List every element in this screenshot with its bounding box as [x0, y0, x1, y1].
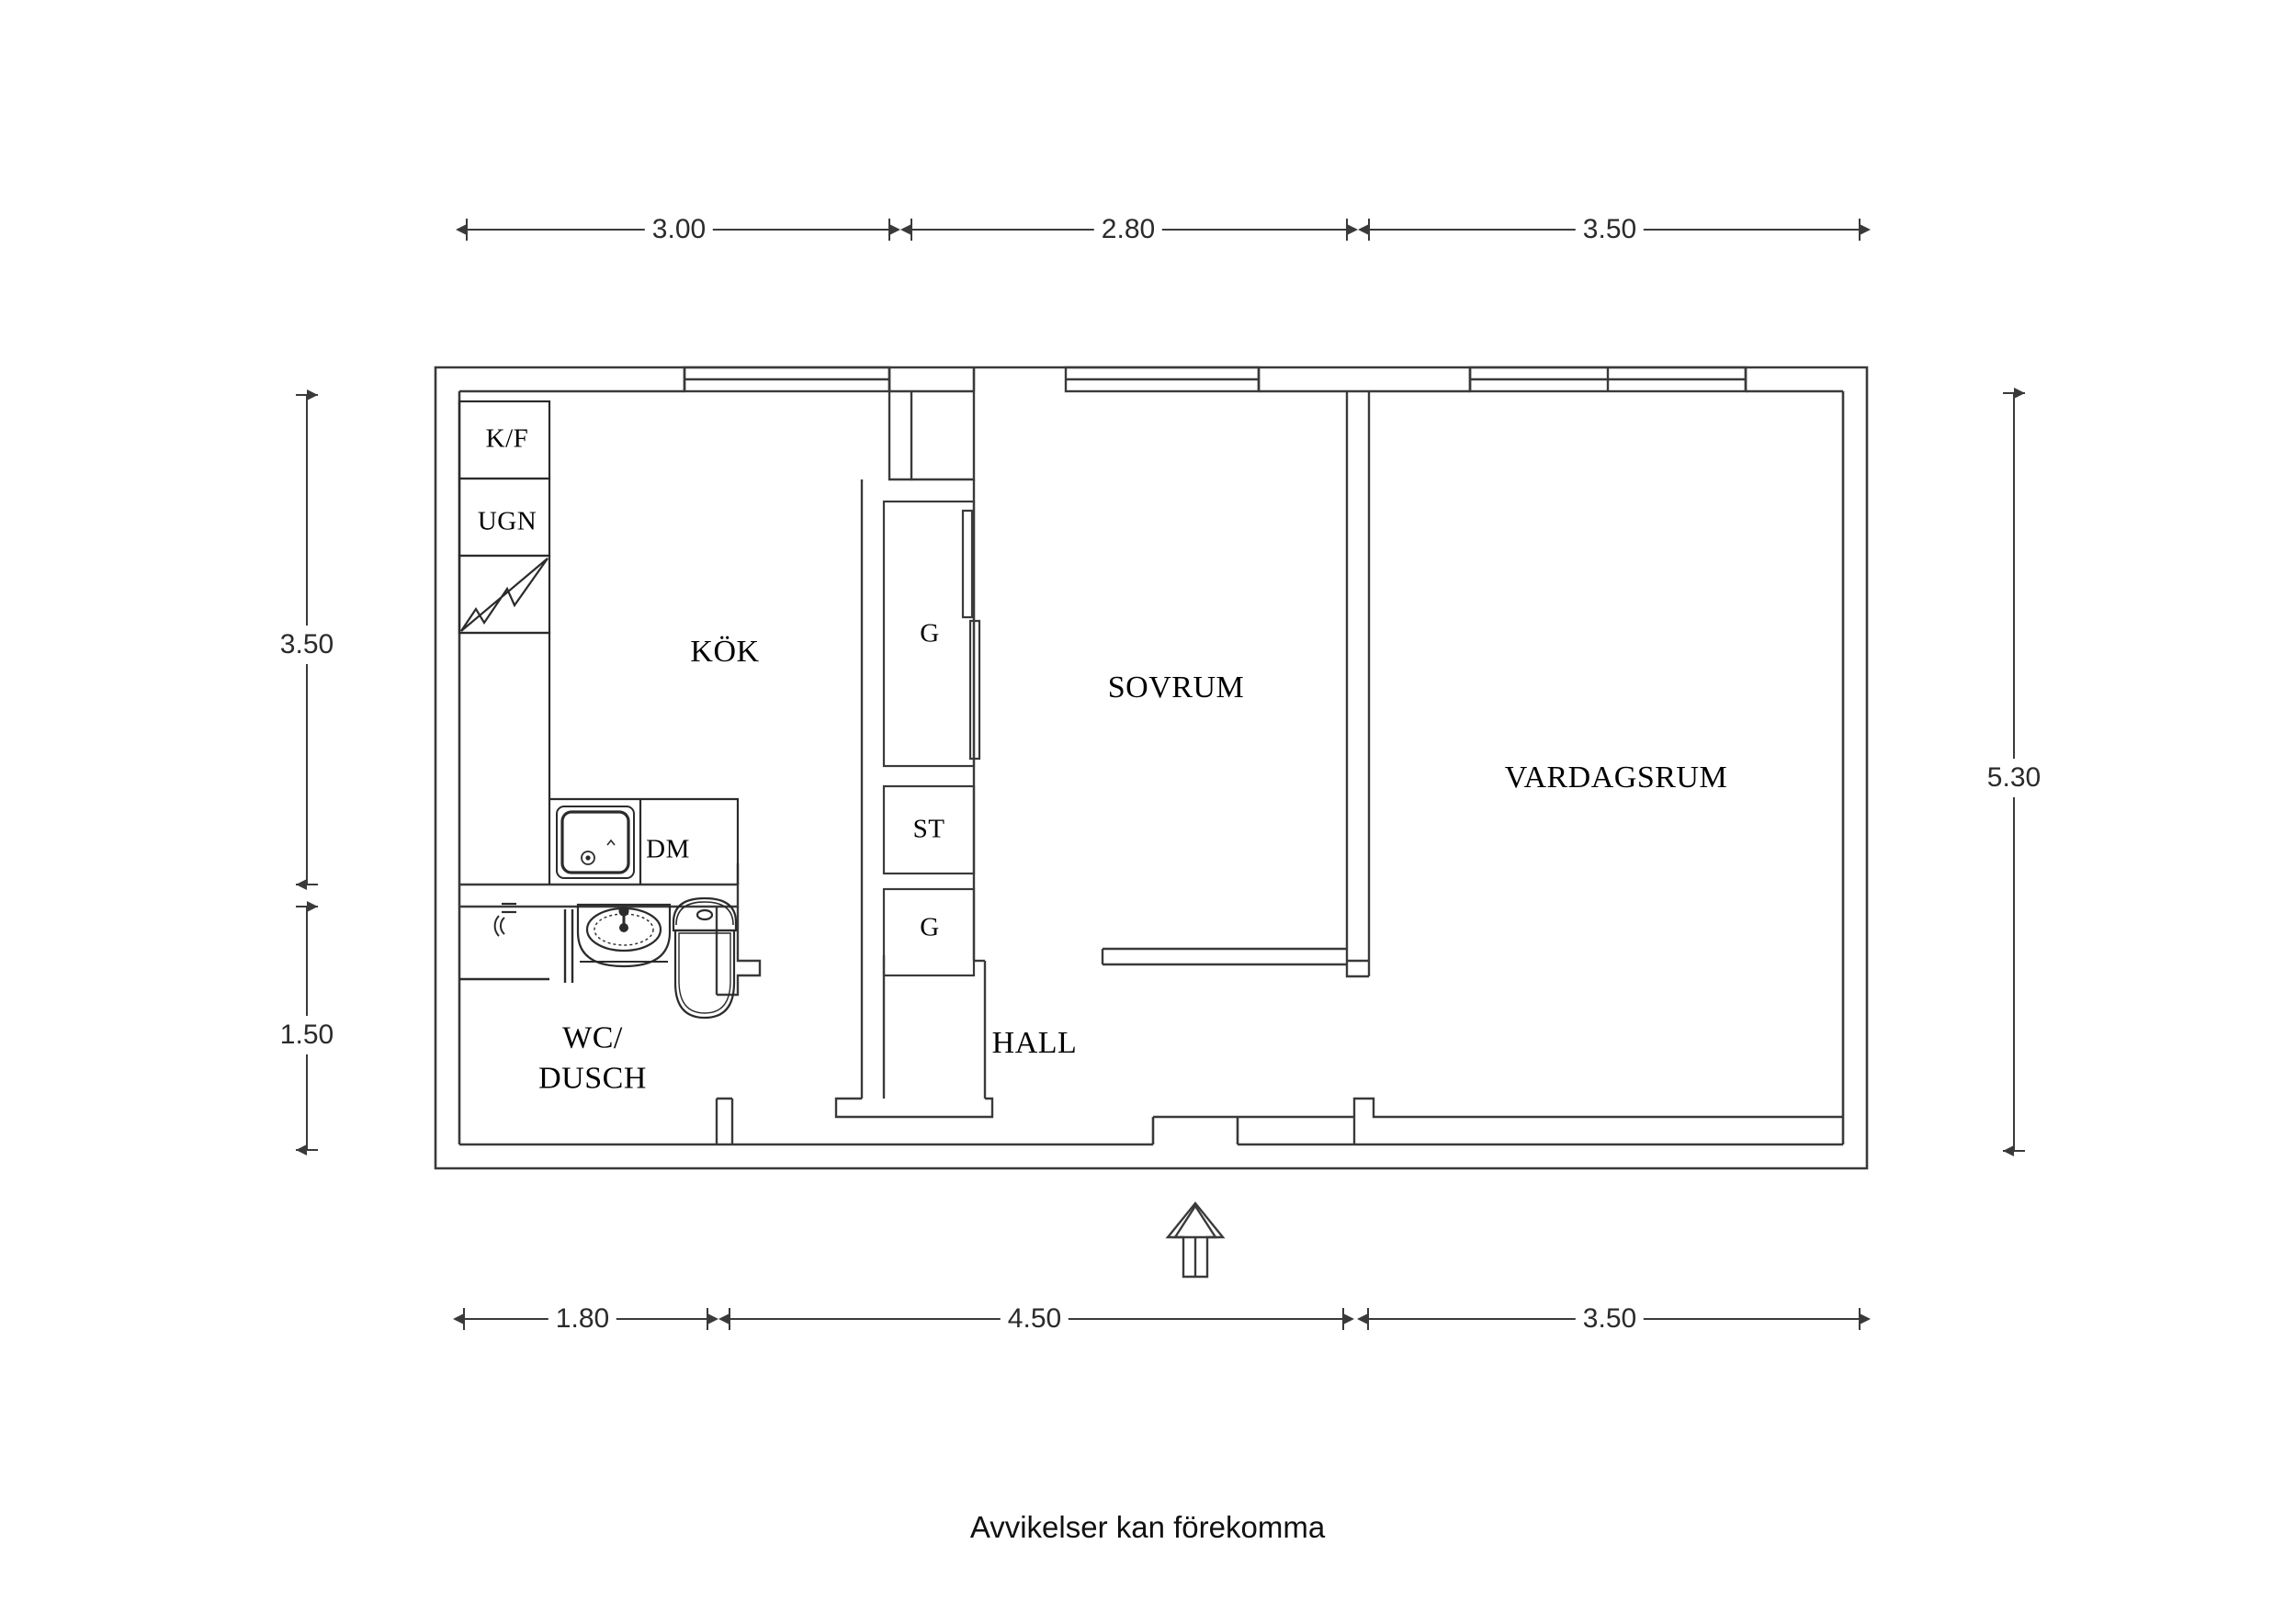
footer-disclaimer: Avvikelser kan förekomma	[969, 1510, 1326, 1544]
washbasin-icon	[576, 903, 672, 968]
shower-head-icon	[493, 902, 516, 937]
dimension-bottom-1: 1.80	[548, 1303, 617, 1335]
dimension-right-1: 5.30	[1981, 759, 2047, 797]
dimension-top-3: 3.50	[1575, 214, 1645, 245]
room-label-wc-dusch: WC/ DUSCH	[538, 1018, 647, 1098]
room-label-vardagsrum: VARDAGSRUM	[1504, 761, 1728, 795]
room-label-kok: KÖK	[690, 635, 760, 669]
dimension-left-2: 1.50	[274, 1016, 340, 1054]
fixture-label-ugn: UGN	[477, 506, 537, 536]
kitchen-units	[458, 400, 740, 885]
windows	[683, 366, 1747, 393]
dimension-bottom-3: 3.50	[1575, 1303, 1645, 1335]
room-label-sovrum: SOVRUM	[1107, 671, 1245, 704]
dimension-lines	[296, 219, 2025, 1330]
wc-label-line1: WC/	[562, 1020, 623, 1055]
fixture-label-dm: DM	[646, 834, 690, 864]
dimension-top-1: 3.00	[644, 214, 714, 245]
fixture-label-st: ST	[912, 814, 945, 844]
interior-walls	[459, 391, 1843, 1144]
dimension-top-2: 2.80	[1093, 214, 1163, 245]
dimension-bottom-2: 4.50	[1000, 1303, 1069, 1335]
fixture-label-g-upper: G	[920, 618, 940, 648]
dimension-left-1: 3.50	[274, 626, 340, 664]
kitchen-sink-icon	[556, 806, 635, 879]
room-label-hall: HALL	[991, 1026, 1078, 1060]
fixture-label-kf: K/F	[485, 423, 529, 454]
entrance-arrow-icon	[1165, 1201, 1226, 1279]
hall-closets	[882, 500, 981, 977]
toilet-icon	[672, 896, 738, 1020]
wc-label-line2: DUSCH	[538, 1061, 647, 1095]
fixture-label-g-lower: G	[920, 912, 940, 942]
shower-screen	[459, 909, 574, 983]
stove-burner-icon	[460, 558, 549, 632]
